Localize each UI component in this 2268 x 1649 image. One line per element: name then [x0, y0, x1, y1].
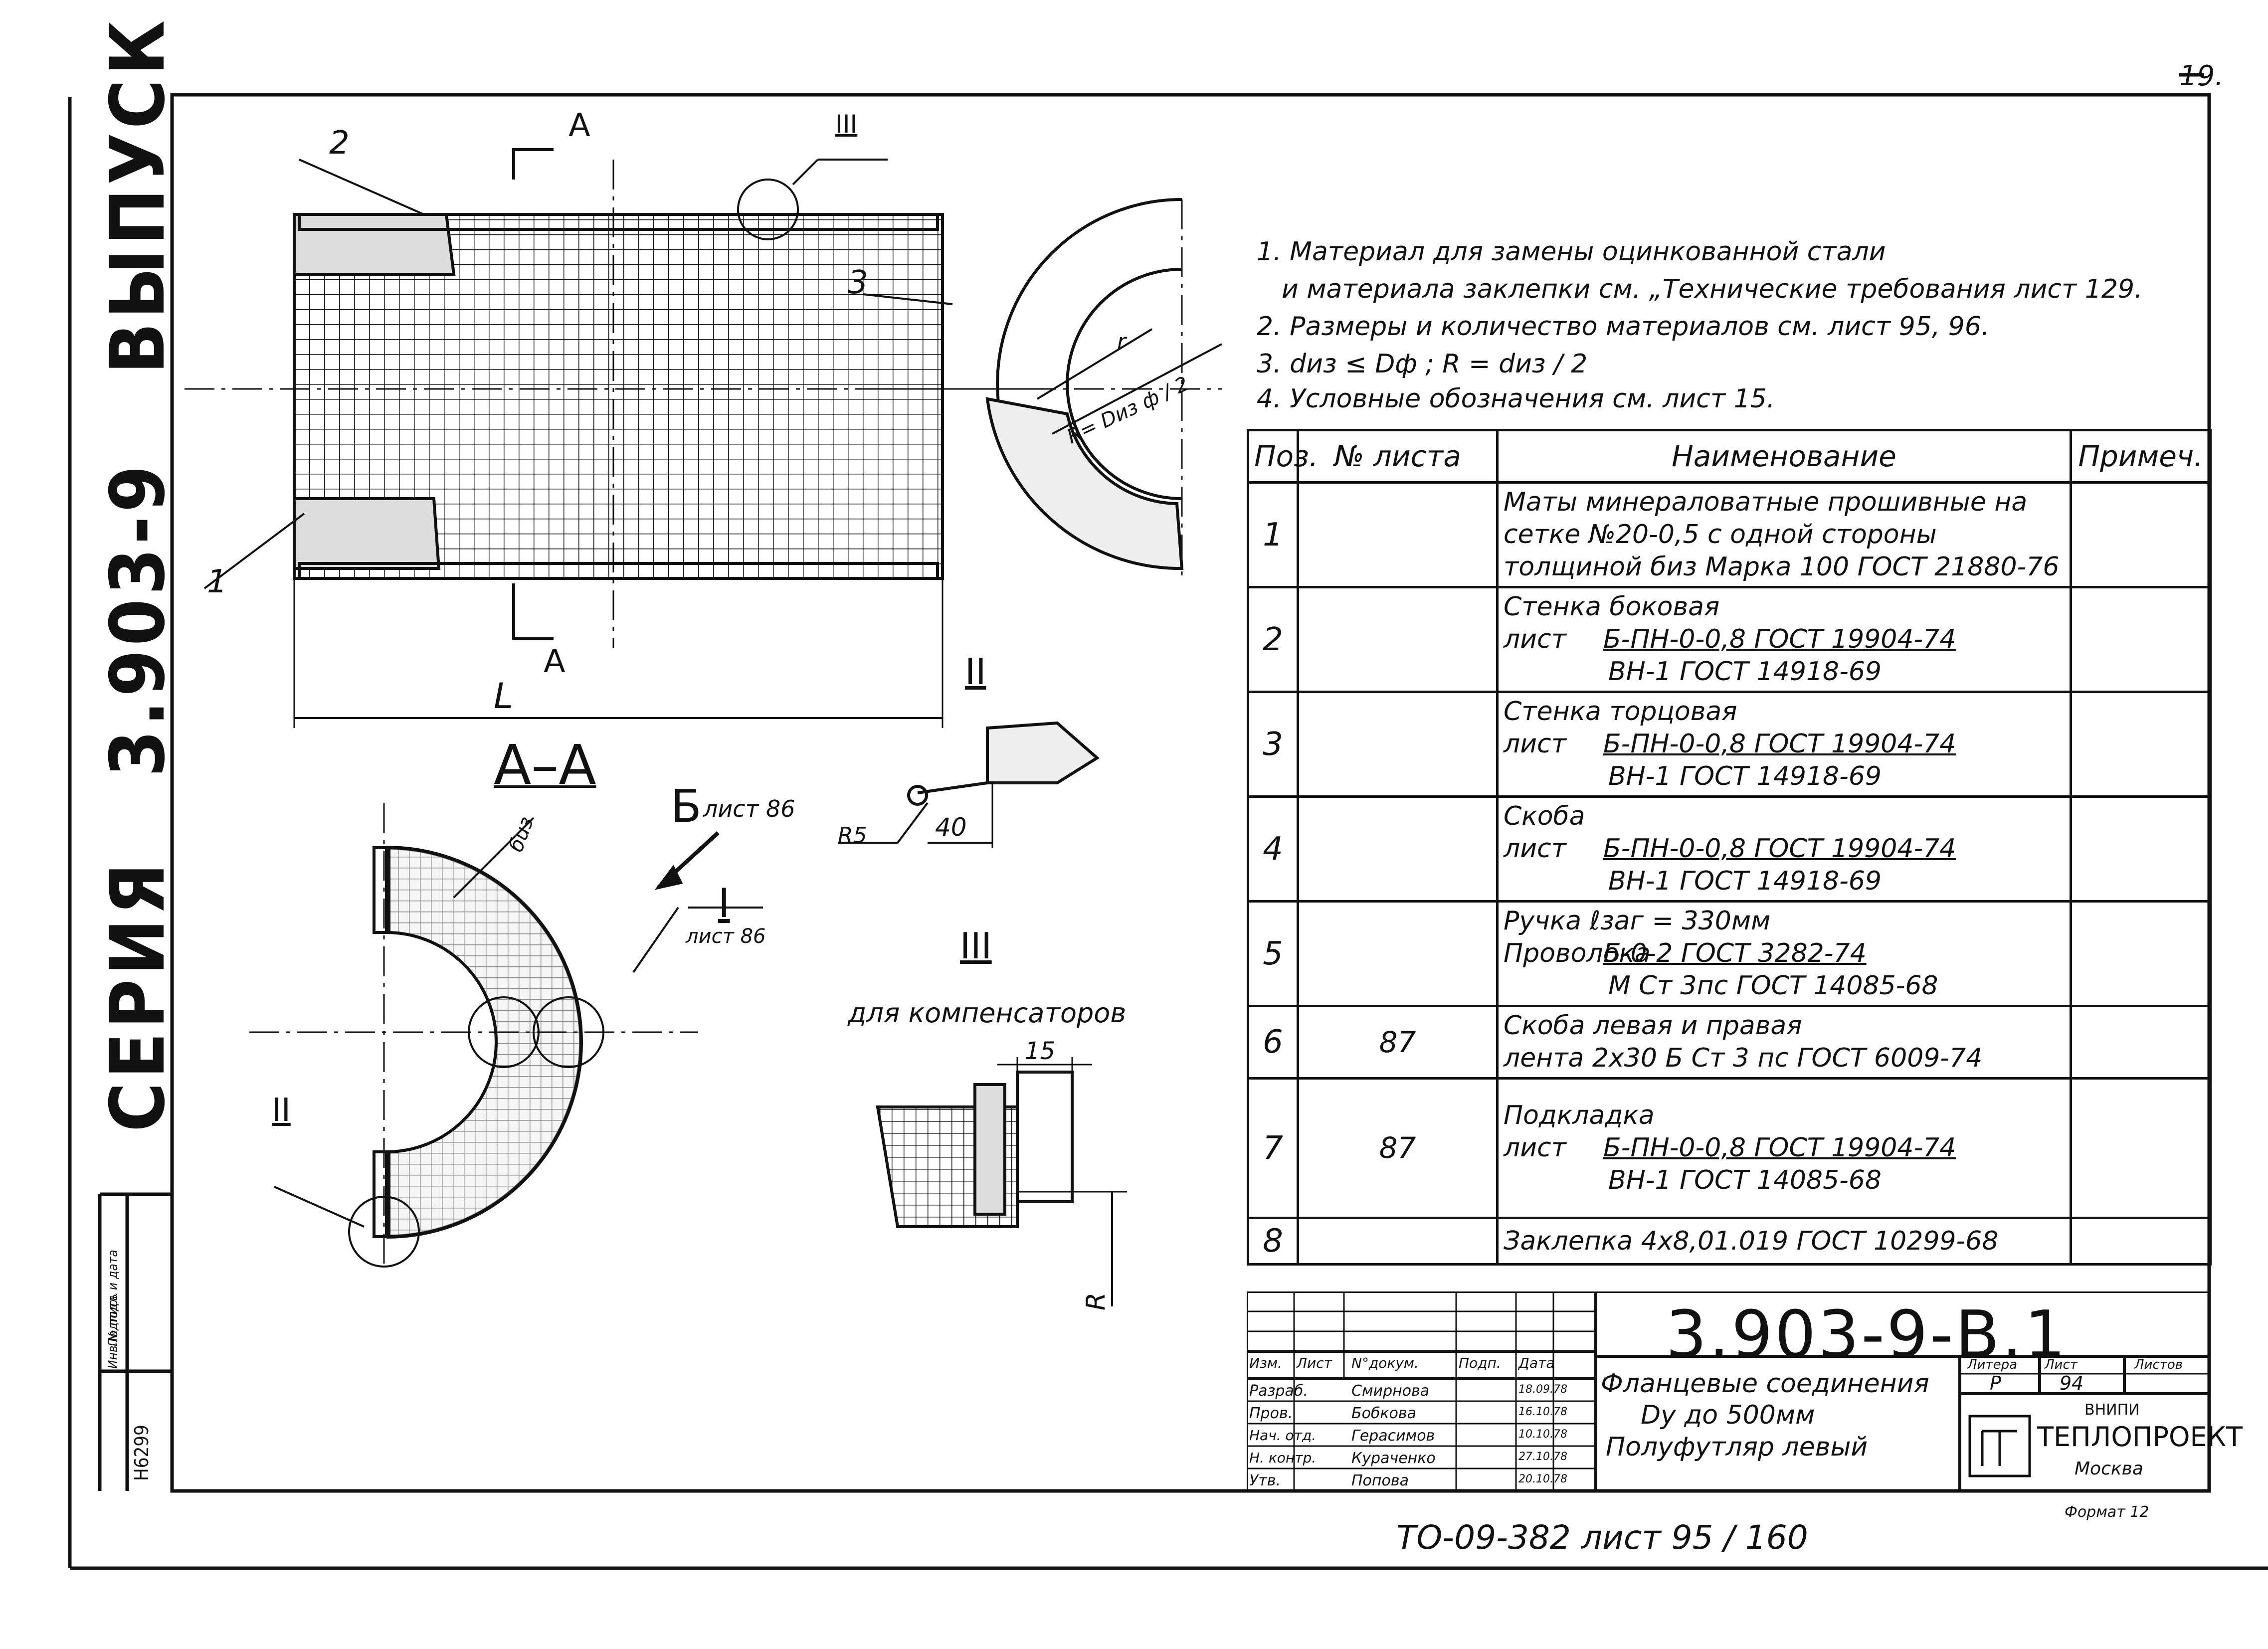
spec-row: 6 87 Скоба левая и правая лента 2х30 Б С… — [1247, 1005, 2212, 1080]
tb-header-date: Дата — [1518, 1355, 1555, 1371]
stamp-inv-number: Н6299 — [131, 1425, 153, 1481]
staff-role: Нач. отд. — [1249, 1427, 1317, 1444]
col-sheet-header: № листа — [1297, 429, 1499, 484]
stage-header-sheet: Лист — [2045, 1357, 2078, 1372]
arrow-B-ref: лист 86 — [703, 795, 795, 822]
corner-mark: 19. — [2179, 60, 2224, 92]
view-III-drawing — [876, 1057, 1127, 1306]
staff-date: 18.09.78 — [1518, 1383, 1567, 1396]
section-marker-top: А — [568, 107, 590, 144]
stage-header-sheets: Листов — [2134, 1357, 2183, 1372]
view-II-dimension: 40 — [935, 813, 967, 842]
view-II-marker: II — [272, 1092, 291, 1129]
side-view-drawing — [883, 198, 1222, 578]
staff-name: Кураченко — [1351, 1450, 1436, 1467]
note-2: 2. Размеры и количество материалов см. л… — [1257, 312, 1990, 342]
spec-header-row: Поз. № листа Наименование Примеч. — [1247, 429, 2212, 484]
spec-row: 8 Заклепка 4х8,01.019 ГОСТ 10299-68 — [1247, 1217, 2212, 1266]
position-2-label: 2 — [329, 125, 350, 162]
stage-value-sheet: 94 — [2060, 1372, 2084, 1394]
document-code: 3.903-9-В.1 — [1666, 1296, 2068, 1372]
col-pos-header: Поз. — [1247, 429, 1318, 484]
title-line-1: Фланцевые соединения — [1601, 1369, 1929, 1399]
org-line-2: ТЕПЛОПРОЕКТ — [2037, 1421, 2243, 1453]
staff-date: 16.10.78 — [1518, 1406, 1567, 1418]
view-III-caption: для компенсаторов — [848, 997, 1127, 1029]
spec-row: 1 Маты минераловатные прошивные на сетке… — [1247, 481, 2212, 588]
view-III-marker: III — [835, 110, 858, 139]
staff-role: Разраб. — [1249, 1382, 1308, 1400]
title-block-frame — [1247, 1291, 2209, 1492]
staff-role: Пров. — [1249, 1405, 1293, 1422]
issue-label: ВЫПУСК 1 — [95, 0, 182, 374]
org-line-3: Москва — [2075, 1459, 2143, 1479]
note-3: 3. dиз ≤ Dф ; R = dиз / 2 — [1257, 349, 1588, 379]
section-marker-bottom: А — [544, 643, 566, 680]
stage-header-litera: Литера — [1967, 1357, 2018, 1372]
tb-header-docnum: N°докум. — [1351, 1355, 1419, 1371]
staff-name: Бобкова — [1351, 1405, 1416, 1422]
position-1-label: 1 — [207, 563, 227, 600]
tb-header-change: Изм. — [1249, 1355, 1282, 1371]
staff-name: Смирнова — [1351, 1382, 1430, 1400]
note-1b: и материала заклепки см. „Технические тр… — [1282, 274, 2143, 304]
staff-date: 20.10.78 — [1518, 1473, 1567, 1485]
title-line-3: Полуфутляр левый — [1606, 1432, 1868, 1462]
view-I-label: I — [718, 880, 730, 926]
staff-date: 10.10.78 — [1518, 1428, 1567, 1441]
stage-value-litera: Р — [1990, 1372, 2001, 1394]
staff-name: Попова — [1351, 1472, 1409, 1489]
col-name-header: Наименование — [1496, 429, 2072, 484]
dimension-L-label: L — [494, 676, 513, 717]
staff-role: Н. контр. — [1249, 1450, 1317, 1466]
view-III-R: R — [1081, 1292, 1112, 1311]
section-title: А–А — [494, 733, 596, 797]
side-view-r: r — [1117, 329, 1127, 355]
staff-date: 27.10.78 — [1518, 1451, 1567, 1463]
stamp-signature-label: Подпись и дата — [106, 1250, 121, 1346]
tb-header-sign: Подп. — [1459, 1355, 1501, 1371]
tb-header-sheet: Лист — [1297, 1355, 1332, 1371]
note-4: 4. Условные обозначения см. лист 15. — [1257, 384, 1775, 414]
view-II-title: II — [965, 651, 986, 693]
spec-row: 5 Ручка ℓзаг = 330мм ПроволокаБ-0-2 ГОСТ… — [1247, 900, 2212, 1007]
org-line-1: ВНИПИ — [2084, 1401, 2140, 1419]
footer-reference: ТО-09-382 лист 95 / 160 — [1396, 1518, 1808, 1557]
staff-name: Герасимов — [1351, 1427, 1435, 1445]
view-III-dimension: 15 — [1025, 1037, 1056, 1065]
position-3-label: 3 — [848, 264, 868, 301]
note-1a: 1. Материал для замены оцинкованной стал… — [1257, 237, 1886, 267]
view-II-drawing — [838, 721, 1100, 848]
col-note-header: Примеч. — [2070, 429, 2212, 484]
spec-table: Поз. № листа Наименование Примеч. 1 Маты… — [1247, 429, 2212, 1266]
staff-role: Утв. — [1249, 1472, 1281, 1489]
title-line-2: Dу до 500мм — [1641, 1400, 1815, 1430]
view-I-ref: лист 86 — [686, 925, 766, 948]
arrow-B-label: Б — [671, 780, 702, 833]
series-code-label: СЕРИЯ 3.903-9 — [95, 461, 182, 1132]
format-label: Формат 12 — [2065, 1503, 2149, 1521]
view-III-title: III — [960, 925, 992, 967]
view-II-radius: R5 — [838, 823, 867, 848]
